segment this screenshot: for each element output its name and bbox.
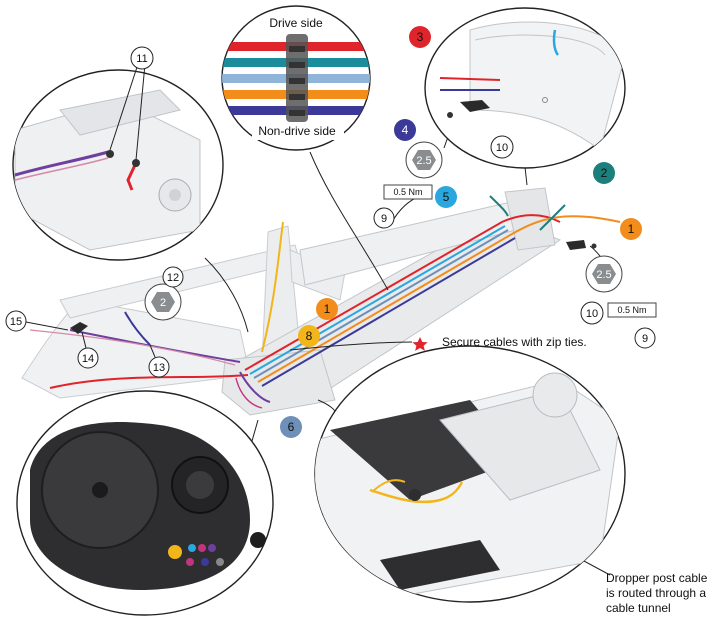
dropper-note-line2: is routed through a xyxy=(606,586,706,600)
head-tube-inset xyxy=(424,7,626,169)
cable-teal-head xyxy=(489,195,509,217)
hex-badge-left-label: 2 xyxy=(160,297,166,309)
cable-guide-part xyxy=(566,240,586,250)
motor-inset xyxy=(16,390,274,616)
cable-purple-bb xyxy=(239,371,271,403)
torque-value-top: 2.5 xyxy=(416,155,431,167)
svg-text:8: 8 xyxy=(306,329,313,343)
cable-clip-part xyxy=(70,322,88,334)
callout-4: 4 xyxy=(394,119,416,141)
callout-10-top: 10 xyxy=(490,135,514,159)
callout-5: 5 xyxy=(435,186,457,208)
callout-2-right: 2 xyxy=(593,162,615,184)
zip-tie-star-icon xyxy=(412,337,428,351)
callout-11: 11 xyxy=(130,46,154,70)
callout-9-right: 9 xyxy=(634,327,656,349)
cable-steelblue-downtube xyxy=(253,229,509,379)
callout-13: 13 xyxy=(148,344,170,378)
cable-orange-seat xyxy=(261,221,284,353)
torque-spec-top: 0.5 Nm xyxy=(393,187,422,197)
svg-text:4: 4 xyxy=(402,123,409,137)
cable-pink-rear xyxy=(29,329,236,366)
cable-navy-rear xyxy=(124,311,151,346)
cable-magenta-bb xyxy=(235,377,263,409)
svg-text:10: 10 xyxy=(586,308,598,320)
dropper-note-line1: Dropper post cable xyxy=(606,571,708,585)
cable-red-rear xyxy=(49,374,249,389)
torque-badge-right: 2.5 0.5 Nm xyxy=(585,255,657,318)
cable-navy-downtube xyxy=(261,237,516,387)
callout-6: 6 xyxy=(280,416,302,438)
svg-text:3: 3 xyxy=(417,30,424,44)
cable-color-inset: Drive side Non-drive side xyxy=(221,5,371,151)
cable-red-downtube xyxy=(244,214,561,371)
zip-ties-note: Secure cables with zip ties. xyxy=(442,335,587,349)
torque-badge-top: 2.5 0.5 Nm xyxy=(383,141,443,200)
drive-side-label: Drive side xyxy=(269,16,323,30)
callout-14: 14 xyxy=(77,331,99,369)
svg-text:14: 14 xyxy=(82,353,94,365)
svg-text:12: 12 xyxy=(167,272,179,284)
cable-purple-rear xyxy=(69,329,241,363)
svg-text:2: 2 xyxy=(601,166,608,180)
callout-8: 8 xyxy=(298,325,320,347)
svg-text:13: 13 xyxy=(153,362,165,374)
torque-value-right: 2.5 xyxy=(596,269,611,281)
hex-badge-left: 2 xyxy=(144,283,182,321)
callout-10-right: 10 xyxy=(580,301,604,325)
callout-9-top: 9 xyxy=(373,207,395,229)
callout-3: 3 xyxy=(409,26,431,48)
callout-15: 15 xyxy=(5,310,69,332)
svg-text:9: 9 xyxy=(381,213,387,225)
dropout-inset xyxy=(12,63,224,261)
cable-tunnel-inset xyxy=(314,345,626,603)
cable-darkteal-head xyxy=(539,204,566,231)
svg-text:15: 15 xyxy=(10,316,22,328)
svg-text:11: 11 xyxy=(136,53,147,65)
bolt-part xyxy=(591,243,597,249)
svg-text:9: 9 xyxy=(642,333,648,345)
svg-text:10: 10 xyxy=(496,142,508,154)
dropper-note-line3: cable tunnel xyxy=(606,601,671,615)
svg-text:6: 6 xyxy=(288,420,295,434)
torque-spec-right: 0.5 Nm xyxy=(617,305,646,315)
svg-text:1: 1 xyxy=(324,302,331,316)
callout-1-right: 1 xyxy=(620,218,642,240)
callout-12: 12 xyxy=(162,266,184,288)
svg-text:5: 5 xyxy=(443,190,450,204)
callout-1-upper: 1 xyxy=(316,298,338,320)
non-drive-side-label: Non-drive side xyxy=(258,124,336,138)
svg-text:1: 1 xyxy=(628,222,635,236)
